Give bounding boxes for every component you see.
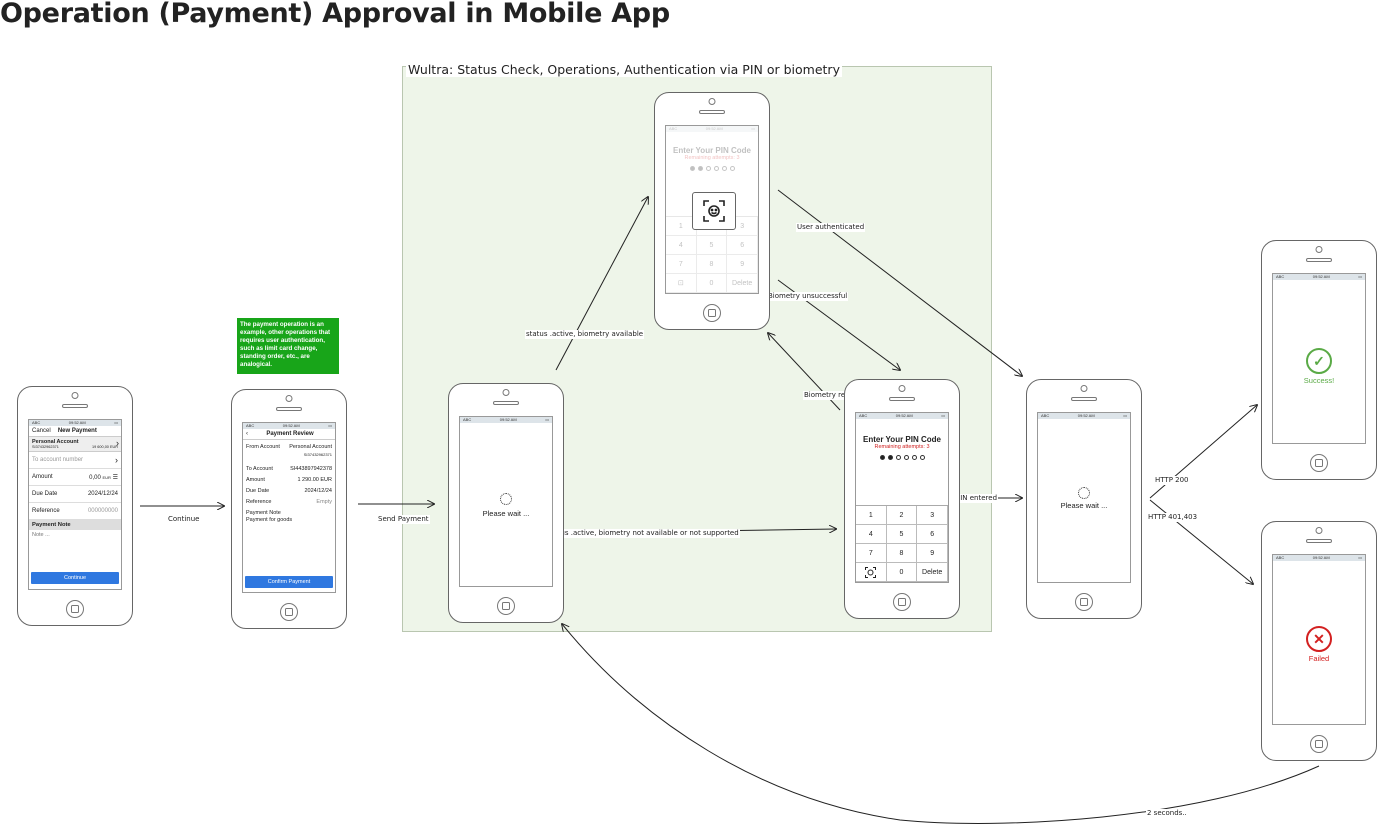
key-8[interactable]: 8 (886, 544, 918, 563)
edge-label-biometry-retry: Biometry retry (803, 391, 856, 400)
edge-label-send-payment: Send Payment (377, 515, 430, 524)
key-6[interactable]: 6 (917, 525, 948, 544)
key-1[interactable]: 1 (856, 506, 887, 525)
info-note: The payment operation is an example, oth… (237, 318, 339, 374)
pin-remaining: Remaining attempts: 3 (874, 444, 930, 450)
chevron-right-icon: › (115, 455, 118, 465)
home-button[interactable] (893, 593, 911, 611)
group-title: Wultra: Status Check, Operations, Authen… (406, 62, 842, 77)
home-button[interactable] (703, 304, 721, 322)
screen-title: Payment Review (266, 431, 314, 437)
pin-dots (856, 455, 948, 460)
face-id-icon[interactable] (856, 563, 887, 582)
home-button[interactable] (1310, 735, 1328, 753)
edge-label-biometry-unsuccessful: Biometry unsuccessful (767, 292, 849, 301)
note-input[interactable]: Note ... (32, 532, 50, 538)
edge-label-two-seconds: 2 seconds.. (1146, 809, 1188, 818)
continue-button[interactable]: Continue (31, 572, 119, 584)
home-button[interactable] (497, 597, 515, 615)
edge-label-continue: Continue (167, 515, 201, 524)
amount-input[interactable]: 0,00 EUR ☰ (89, 474, 118, 481)
spinner-icon (1078, 487, 1090, 499)
pin-title: Enter Your PIN Code (863, 435, 941, 444)
key-0[interactable]: 0 (886, 563, 918, 582)
to-account-input[interactable]: To account number› (29, 452, 121, 469)
key-9[interactable]: 9 (917, 544, 948, 563)
reference-input[interactable]: 000000000 (87, 508, 118, 514)
success-text: Success! (1303, 376, 1335, 385)
edge-label-biometry-not-available: status .active, biometry not available o… (546, 529, 740, 538)
arrow-user-authenticated (777, 189, 1022, 376)
edge-label-pin-entered: PIN entered (955, 494, 999, 503)
edge-label-biometry-available: status .active, biometry available (525, 330, 645, 339)
confirm-payment-button[interactable]: Confirm Payment (245, 576, 333, 588)
delete-key[interactable]: Delete (917, 563, 948, 582)
arrow-retry-loop (562, 624, 1320, 824)
screen-title: New Payment (57, 428, 97, 434)
error-icon: ✕ (1306, 626, 1332, 652)
edge-label-http-401: HTTP 401,403 (1147, 513, 1199, 522)
key-7[interactable]: 7 (856, 544, 887, 563)
face-id-icon: ⊡ (666, 274, 697, 293)
spinner-icon (500, 493, 512, 505)
pin-title: Enter Your PIN Code (673, 146, 751, 155)
home-button[interactable] (66, 600, 84, 618)
face-id-prompt-icon (692, 192, 736, 230)
wait-text: Please wait ... (482, 509, 530, 518)
menu-icon: ☰ (112, 474, 118, 481)
key-4[interactable]: 4 (856, 525, 887, 544)
edge-label-user-authenticated: User authenticated (796, 223, 866, 232)
pin-dots (666, 166, 758, 171)
edge-label-http-200: HTTP 200 (1154, 476, 1190, 485)
key-2[interactable]: 2 (886, 506, 918, 525)
wait-text: Please wait ... (1060, 501, 1108, 510)
page-title: Operation (Payment) Approval in Mobile A… (0, 0, 670, 29)
arrow-biometry-available (555, 197, 648, 371)
pin-remaining: Remaining attempts: 3 (684, 155, 740, 161)
home-button[interactable] (1310, 454, 1328, 472)
back-icon[interactable]: ‹ (246, 431, 248, 437)
key-5[interactable]: 5 (886, 525, 918, 544)
key-3[interactable]: 3 (917, 506, 948, 525)
failed-text: Failed (1308, 654, 1330, 663)
chevron-right-icon: › (116, 438, 119, 448)
home-button[interactable] (1075, 593, 1093, 611)
cancel-button[interactable]: Cancel (32, 428, 51, 434)
due-date-input[interactable]: 2024/12/24 (87, 491, 118, 497)
home-button[interactable] (280, 603, 298, 621)
check-icon: ✓ (1306, 348, 1332, 374)
